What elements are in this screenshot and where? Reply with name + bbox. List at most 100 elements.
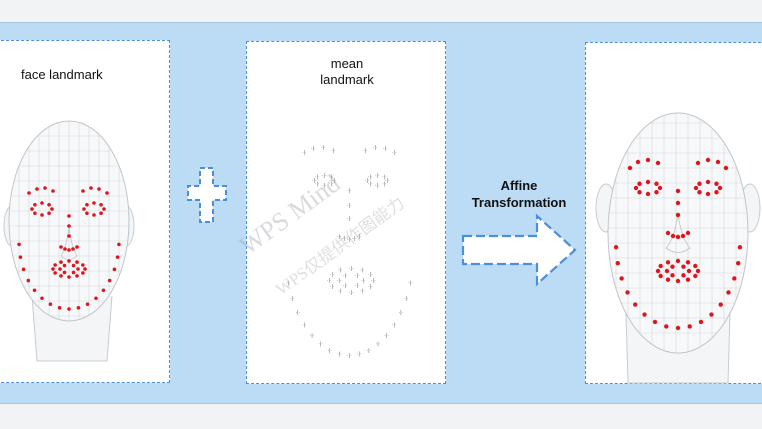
mean-landmark-marker: ·|· [329,182,334,188]
mean-landmark-marker: ·|· [347,353,352,359]
mean-landmark-marker: ·|· [322,173,327,179]
mean-landmark-marker: ·|· [382,174,387,180]
mean-landmark-marker: ·|· [343,283,348,289]
mean-landmark-marker: ·|· [371,278,376,284]
landmark-dot [705,157,711,163]
mean-landmark-marker: ·|· [295,310,300,316]
landmark-dot [645,179,651,185]
mean-landmark-marker: ·|· [376,342,381,348]
mean-landmark-marker: ·|· [368,174,373,180]
landmark-dot [613,245,619,250]
landmark-dot [657,185,663,191]
landmark-dot [625,290,630,295]
landmark-dot [685,260,691,265]
landmark-dot [698,319,704,325]
mean-landmark-marker: ·|· [311,146,316,152]
landmark-dot [17,242,21,247]
landmark-dot [658,273,663,279]
mean-landmark-marker: ·|· [315,182,320,188]
mean-landmark-marker: ·|· [375,183,380,189]
landmark-dot [51,189,55,193]
mean-landmark-points: ·|··|··|··|··|··|··|··|··|··|··|··|··|··… [286,145,413,359]
landmark-dot [112,267,117,272]
landmark-dot [30,207,34,211]
mean-landmark-marker: ·|· [367,348,372,354]
mean-landmark-marker: ·|· [337,352,342,358]
landmark-dot [726,290,731,295]
mean-landmark-marker: ·|· [318,342,323,348]
mean-landmark-marker: ·|· [322,183,327,189]
landmark-dot [664,268,670,274]
mean-landmark-marker: ·|· [330,272,335,278]
mean-landmark-marker: ·|· [368,182,373,188]
landmark-dot [736,261,741,266]
landmark-dot [685,277,691,282]
landmark-dot [695,160,701,166]
mean-landmark-marker: ·|· [375,173,380,179]
landmark-dot [85,302,90,306]
landmark-dot [645,157,651,163]
mean-landmark-marker: ·|· [343,273,348,279]
mean-landmark-label-line2: landmark [320,72,374,87]
landmark-dot [101,288,106,293]
mean-landmark-marker: ·|· [329,174,334,180]
mean-landmark-marker: ·|· [327,278,332,284]
right-face-illustration [595,112,761,384]
landmark-dot [675,212,681,218]
landmark-dot [63,247,67,251]
landmark-dot [686,268,692,274]
landmark-dot [655,160,661,166]
landmark-dot [59,245,63,249]
landmark-dot [115,255,120,259]
landmark-dot [732,276,737,281]
mean-landmark-marker: ·|· [347,188,352,194]
landmark-dot [89,186,93,190]
mean-landmark-marker: ·|· [408,281,413,287]
mean-landmark-marker: ·|· [349,290,354,296]
mean-landmark-marker: ·|· [337,278,342,284]
mean-landmark-marker: ·|· [286,281,291,287]
mean-landmark-marker: ·|· [342,236,347,242]
landmark-dot [637,181,642,186]
left-face-illustration [3,120,135,362]
mean-landmark-marker: ·|· [361,278,366,284]
transformed-face-panel [585,42,762,384]
landmark-dot [675,188,681,194]
landmark-dot [40,201,44,205]
mean-landmark-marker: ·|· [347,203,352,209]
landmark-dot [67,259,71,263]
affine-label-line1: Affine [500,178,538,193]
mean-landmark-marker: ·|· [337,234,342,240]
mean-landmark-marker: ·|· [290,296,295,302]
landmark-dot [717,185,723,191]
landmark-dot [714,190,719,195]
landmark-dot [681,273,686,278]
mean-landmark-marker: ·|· [373,145,378,151]
landmark-dot [675,200,681,206]
landmark-dot [675,325,681,331]
landmark-dot [81,189,85,193]
landmark-dot [59,274,63,278]
landmark-dot [705,179,711,185]
landmark-dot [665,260,671,265]
landmark-dot [645,191,651,197]
landmark-dot [705,191,711,197]
landmark-dot [62,270,67,275]
landmark-dot [675,258,681,264]
landmark-dot [675,234,681,240]
landmark-dot [637,190,642,195]
landmark-dot [665,277,671,282]
landmark-dot [117,242,121,247]
landmark-dot [665,230,671,236]
landmark-dot [642,312,647,317]
mean-landmark-marker: ·|· [404,296,409,302]
landmark-dot [654,181,659,186]
mean-landmark-marker: ·|· [347,216,352,222]
landmark-dot [94,296,98,301]
mean-landmark-marker: ·|· [399,310,404,316]
landmark-dot [33,202,37,207]
face-landmark-label: face landmark [21,67,103,82]
landmark-dot [619,276,624,281]
mean-landmark-marker: ·|· [315,174,320,180]
landmark-dot [47,211,51,216]
